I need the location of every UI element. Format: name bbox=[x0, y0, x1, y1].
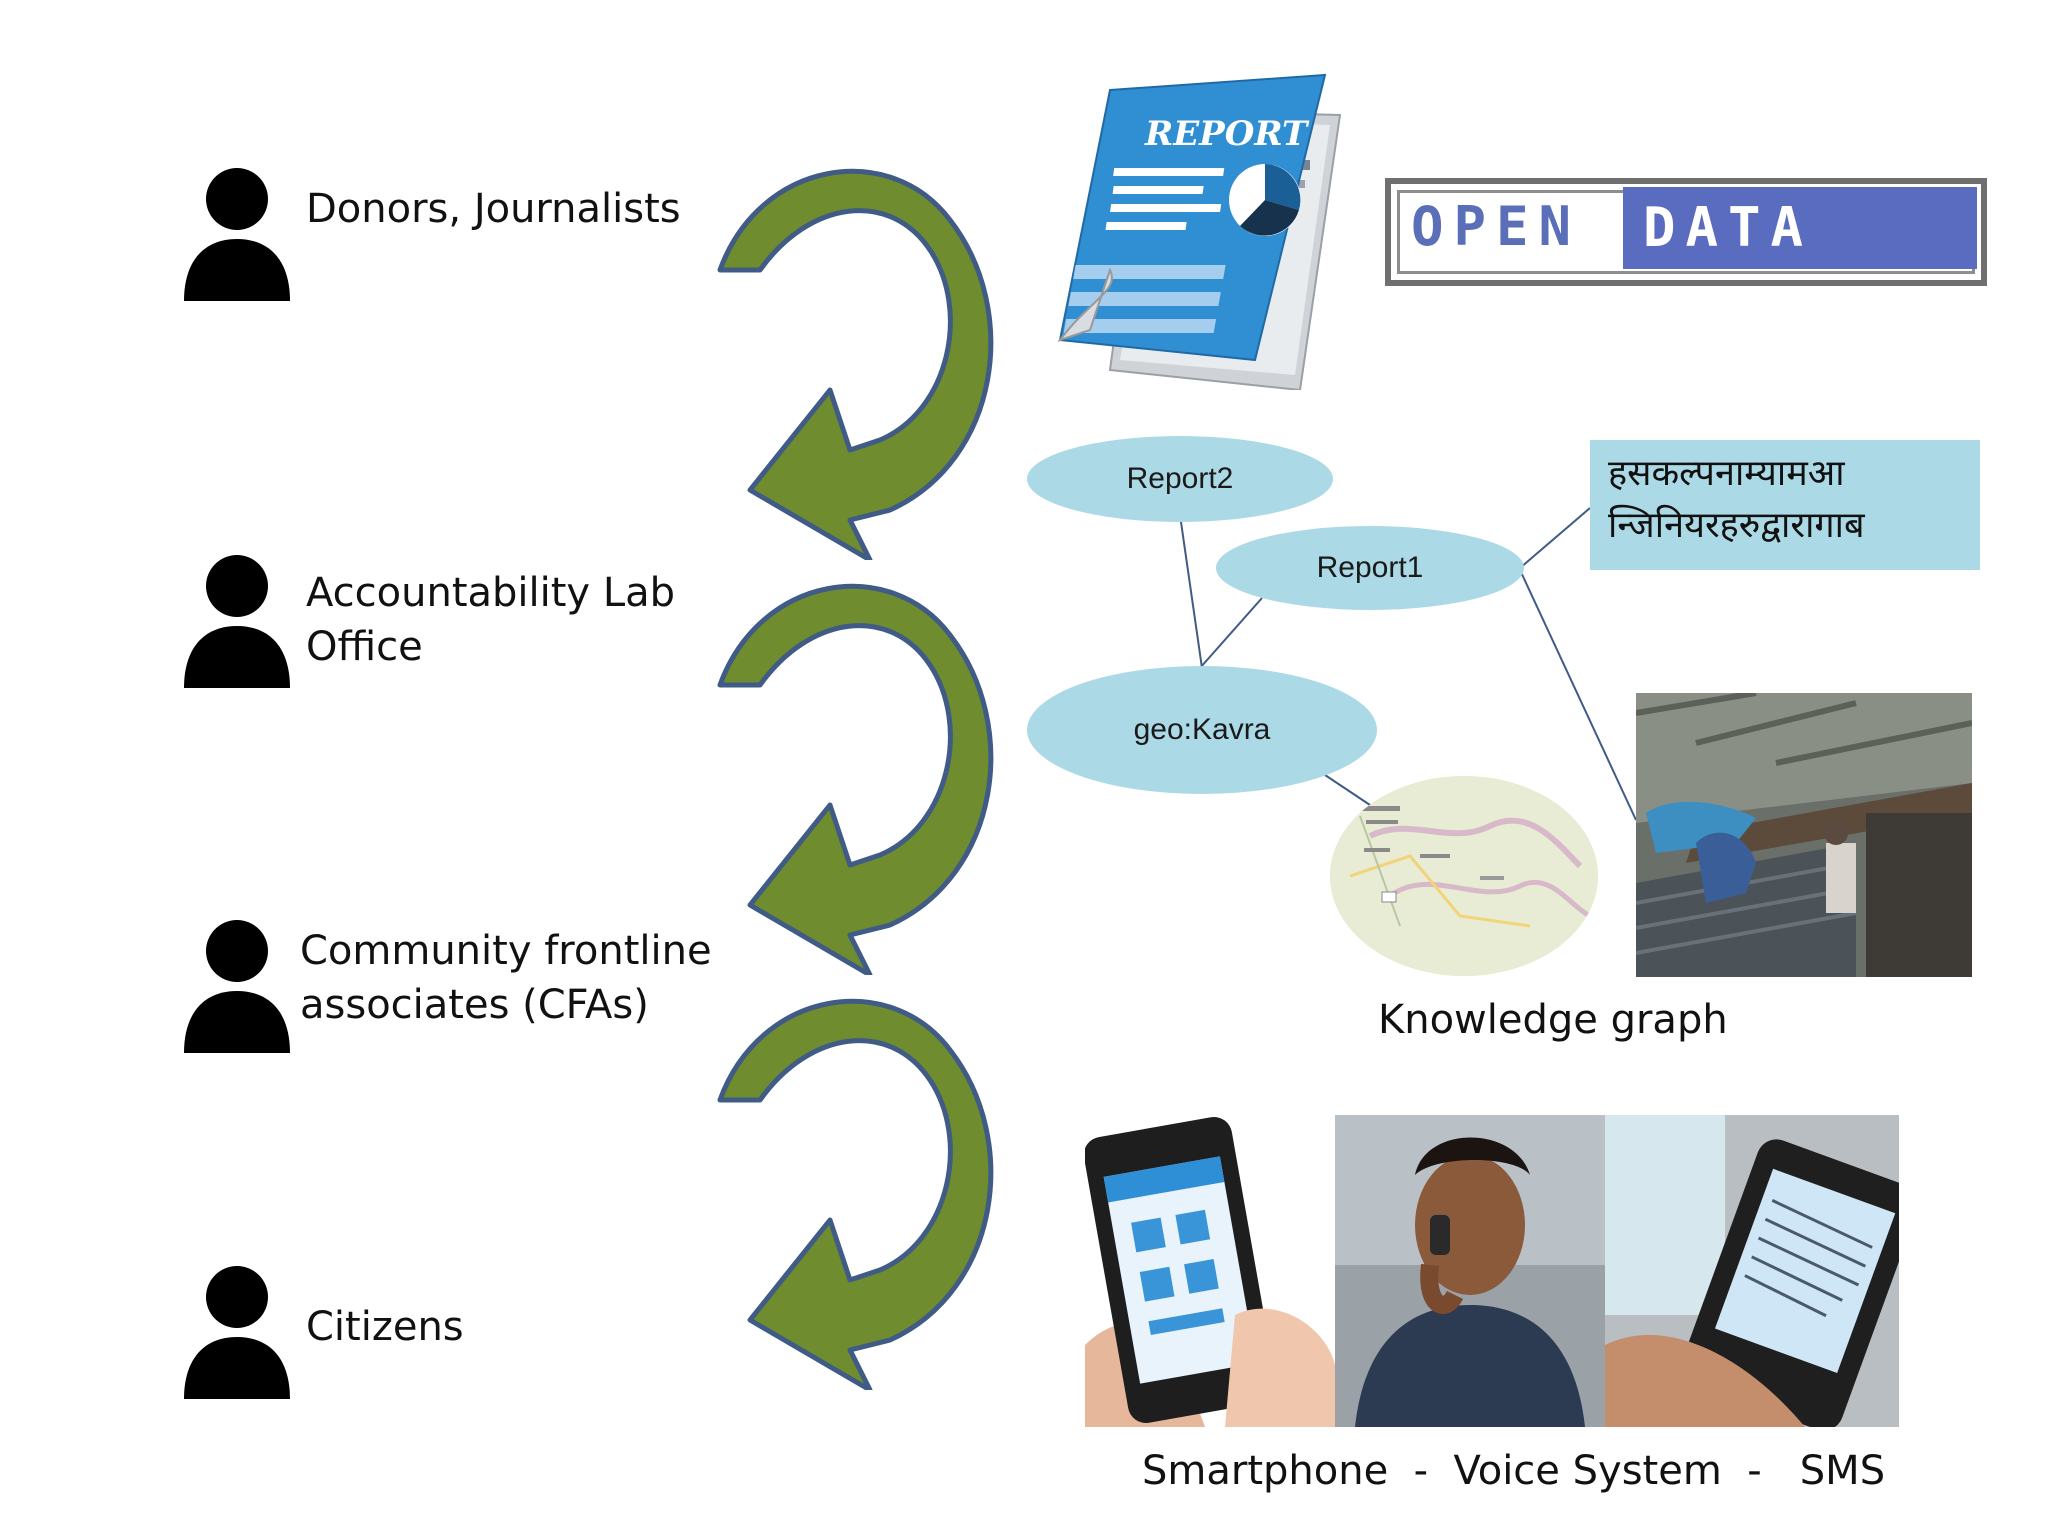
voice-system-photo bbox=[1335, 1115, 1605, 1427]
actor-label: Donors, Journalists bbox=[306, 186, 681, 232]
report-document-icon: REPORT bbox=[1057, 73, 1342, 390]
kavra-map-image bbox=[1330, 776, 1598, 976]
devanagari-text-box: हसकल्पनाम्यामआ न्जिनियरहरुद्वारागाब bbox=[1590, 440, 1980, 570]
node-label: Report2 bbox=[1126, 462, 1234, 495]
actor-label: Community frontline bbox=[300, 928, 712, 974]
node-label: Report1 bbox=[1316, 551, 1424, 584]
report-title: REPORT bbox=[1144, 114, 1310, 154]
person-icon bbox=[184, 920, 290, 1053]
channels-caption: Smartphone - Voice System - SMS bbox=[1142, 1448, 1886, 1494]
devanagari-line: न्जिनियरहरुद्वारागाब bbox=[1608, 505, 1865, 546]
devanagari-line: हसकल्पनाम्यामआ bbox=[1608, 453, 1845, 494]
knowledge-graph-caption: Knowledge graph bbox=[1378, 997, 1728, 1043]
actor-label: Accountability Lab bbox=[306, 570, 676, 616]
house-photo bbox=[1636, 693, 1972, 977]
open-data-left-text: OPEN bbox=[1411, 195, 1582, 258]
curved-arrow-1 bbox=[717, 168, 994, 560]
person-icon bbox=[184, 1266, 290, 1399]
actor-label: associates (CFAs) bbox=[300, 982, 649, 1028]
open-data-right-text: DATA bbox=[1643, 196, 1814, 259]
node-report2: Report2 bbox=[1027, 436, 1333, 522]
curved-arrow-3 bbox=[717, 998, 994, 1390]
node-geo-kavra: geo:Kavra bbox=[1027, 666, 1377, 794]
actor-label: Citizens bbox=[306, 1304, 464, 1350]
smartphone-photo bbox=[1085, 1115, 1335, 1427]
node-label: geo:Kavra bbox=[1133, 713, 1271, 746]
curved-arrow-2 bbox=[717, 583, 994, 975]
open-data-right-panel: DATA bbox=[1623, 187, 1977, 269]
person-icon bbox=[184, 555, 290, 688]
node-report1: Report1 bbox=[1216, 526, 1524, 610]
actor-label: Office bbox=[306, 624, 423, 670]
sms-phone-photo bbox=[1605, 1115, 1899, 1427]
person-icon bbox=[184, 168, 290, 301]
open-data-logo: OPEN DATA bbox=[1385, 178, 1987, 286]
